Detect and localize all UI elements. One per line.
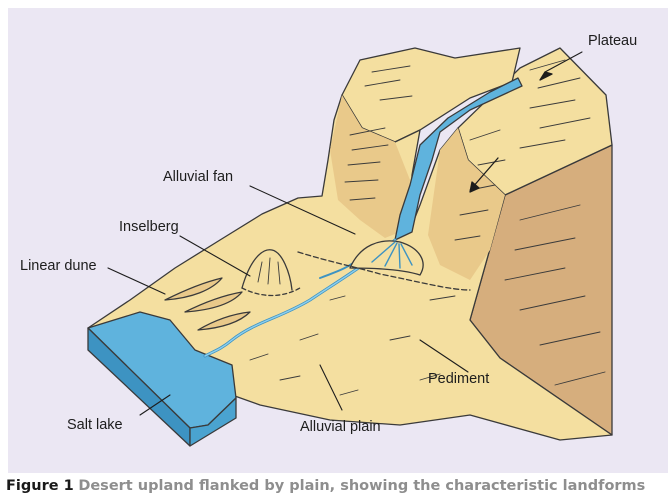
cliff-face-left [330, 95, 410, 238]
label-alluvial-fan: Alluvial fan [163, 169, 234, 185]
label-inselberg: Inselberg [119, 219, 179, 235]
figure-caption: Figure 1 Desert upland flanked by plain,… [6, 478, 645, 494]
leader-lines [107, 51, 583, 416]
cliff-face-right [428, 128, 505, 280]
label-linear-dune: Linear dune [20, 258, 97, 274]
plateau-arrow [471, 157, 499, 189]
salt-lake-side [189, 397, 237, 447]
river-upper [394, 77, 523, 241]
alluvial-fan [349, 240, 424, 276]
linear-dunes [164, 277, 251, 331]
label-plateau: Plateau [588, 33, 638, 49]
label-salt-lake: Salt lake [67, 417, 123, 433]
caption-text: Desert upland flanked by plain, showing … [78, 478, 646, 494]
caption-number: Figure 1 [6, 478, 74, 494]
label-pediment: Pediment [428, 371, 490, 387]
label-alluvial-plain: Alluvial plain [300, 419, 381, 435]
slope-hatching [249, 59, 606, 396]
